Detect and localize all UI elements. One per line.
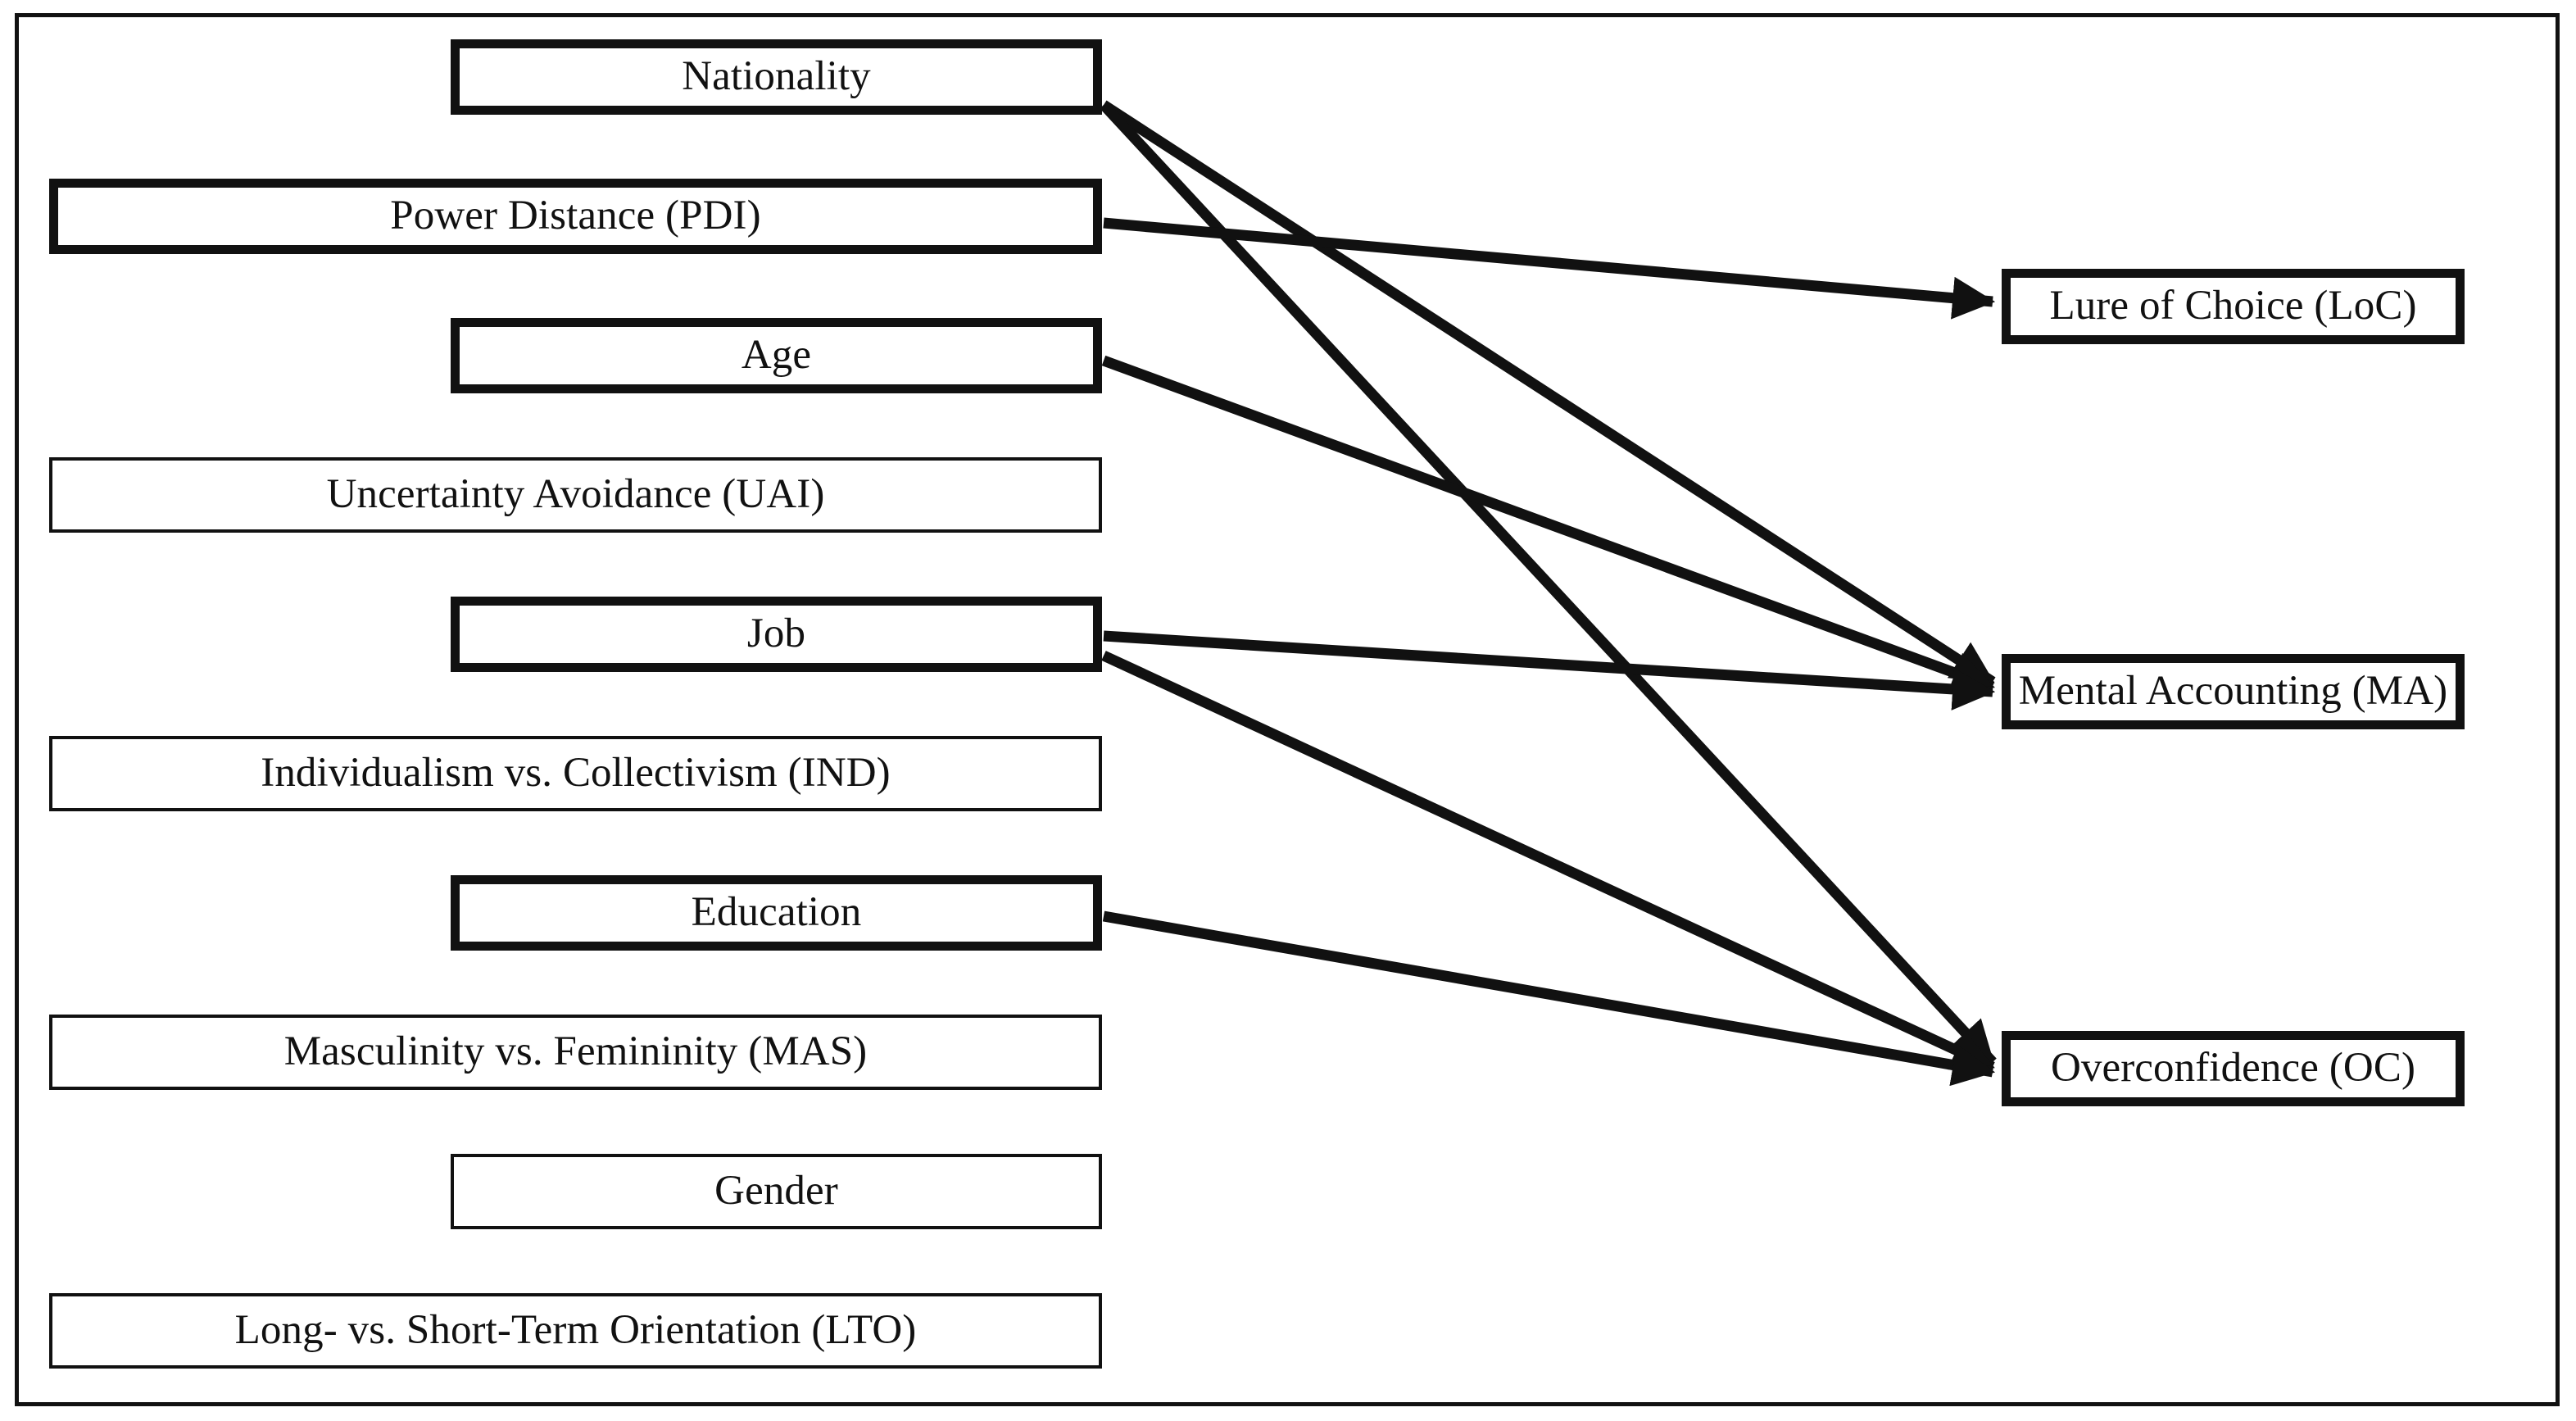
- node-pdi-label: Power Distance (PDI): [390, 193, 761, 239]
- node-mas[interactable]: Masculinity vs. Femininity (MAS): [49, 1015, 1102, 1090]
- node-age-label: Age: [741, 332, 812, 379]
- node-ma[interactable]: Mental Accounting (MA): [2002, 654, 2465, 729]
- node-job[interactable]: Job: [451, 597, 1102, 672]
- node-ind-label: Individualism vs. Collectivism (IND): [261, 750, 891, 797]
- node-job-label: Job: [746, 611, 806, 657]
- node-lto-label: Long- vs. Short-Term Orientation (LTO): [234, 1307, 917, 1354]
- node-age[interactable]: Age: [451, 318, 1102, 393]
- node-education-label: Education: [691, 889, 862, 936]
- node-ind[interactable]: Individualism vs. Collectivism (IND): [49, 736, 1102, 811]
- node-gender[interactable]: Gender: [451, 1154, 1102, 1229]
- node-ma-label: Mental Accounting (MA): [2018, 668, 2448, 715]
- node-uai[interactable]: Uncertainty Avoidance (UAI): [49, 457, 1102, 533]
- node-lto[interactable]: Long- vs. Short-Term Orientation (LTO): [49, 1293, 1102, 1369]
- node-education[interactable]: Education: [451, 875, 1102, 951]
- node-loc-label: Lure of Choice (LoC): [2049, 283, 2417, 329]
- node-loc[interactable]: Lure of Choice (LoC): [2002, 269, 2465, 344]
- node-mas-label: Masculinity vs. Femininity (MAS): [283, 1028, 868, 1075]
- node-uai-label: Uncertainty Avoidance (UAI): [326, 471, 825, 518]
- diagram-outer-frame: [15, 13, 2560, 1406]
- node-gender-label: Gender: [714, 1168, 838, 1214]
- node-nationality-label: Nationality: [682, 53, 871, 100]
- node-nationality[interactable]: Nationality: [451, 39, 1102, 115]
- node-oc[interactable]: Overconfidence (OC): [2002, 1031, 2465, 1106]
- node-oc-label: Overconfidence (OC): [2050, 1045, 2416, 1092]
- node-pdi[interactable]: Power Distance (PDI): [49, 179, 1102, 254]
